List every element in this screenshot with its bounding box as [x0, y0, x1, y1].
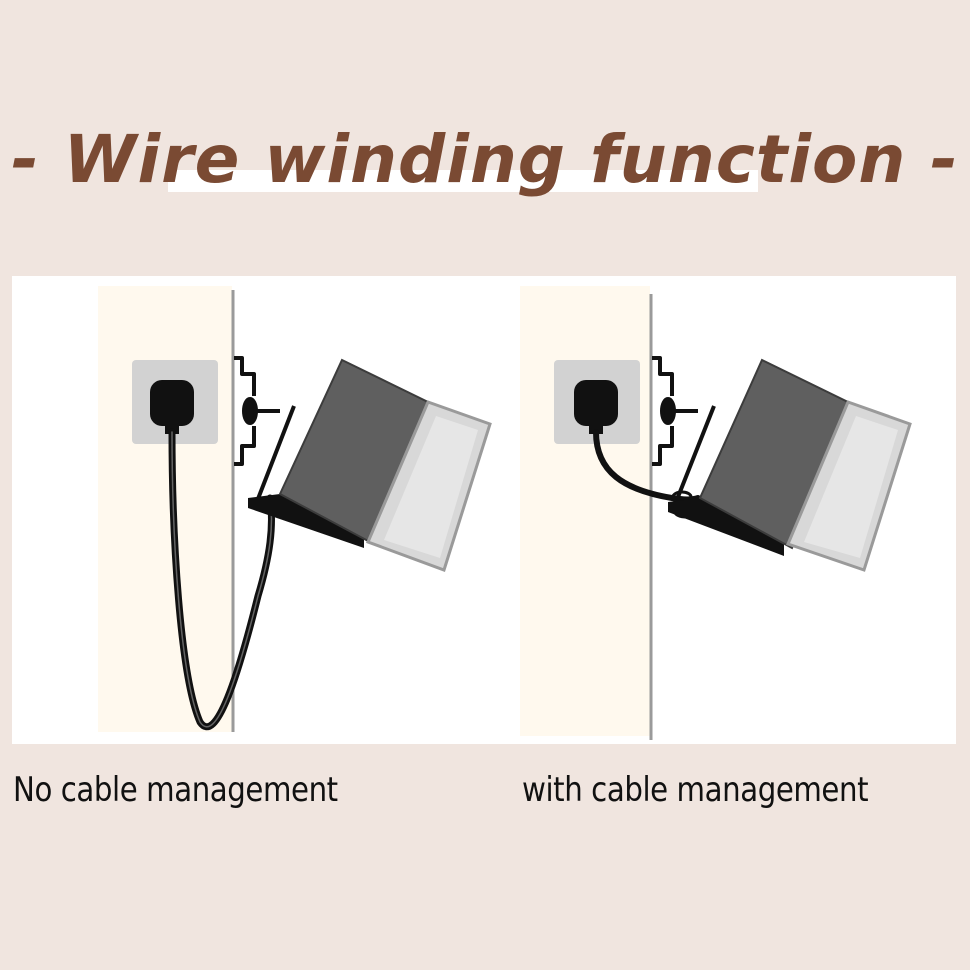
comparison-illustration: [98, 286, 912, 740]
scene-with-cable-management: [520, 286, 912, 740]
comparison-illustration-panel: [12, 276, 956, 744]
caption-no-cable-management: No cable management: [13, 770, 338, 810]
page-title: - Wire winding function -: [11, 121, 959, 198]
wall-mount-bracket-icon-right: [652, 356, 716, 503]
security-camera-icon-right: [668, 358, 912, 572]
security-camera-icon: [248, 358, 492, 572]
title-area: - Wire winding function -: [0, 118, 970, 208]
wall-right: [520, 286, 650, 736]
caption-with-cable-management: with cable management: [522, 770, 869, 810]
wall-mount-bracket-icon: [234, 356, 296, 505]
wall-left: [98, 286, 232, 732]
title-underline-highlight: [168, 170, 758, 192]
loose-power-cable: [168, 428, 275, 731]
scene-no-cable-management: [98, 286, 492, 732]
